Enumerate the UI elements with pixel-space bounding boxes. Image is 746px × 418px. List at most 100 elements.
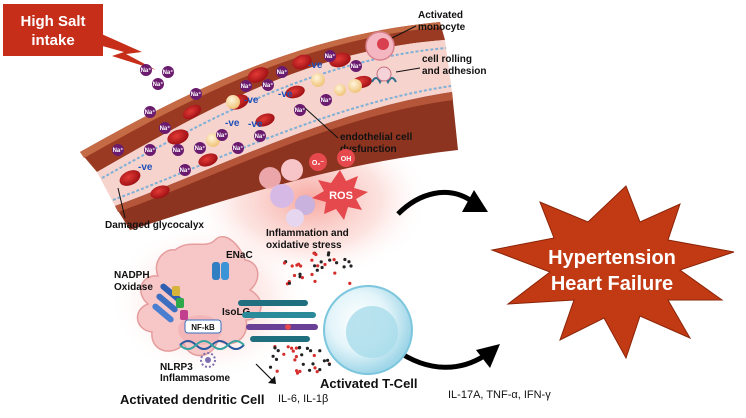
ros-molecule: [259, 167, 281, 189]
negative-charge-label: -ve: [244, 95, 259, 106]
negative-charge-label: -ve: [308, 60, 323, 71]
cytokine-dot: [315, 370, 319, 374]
cytokine-dot: [313, 366, 317, 370]
cytokine-dot: [297, 346, 301, 350]
sodium-ions: Na⁺Na⁺Na⁺Na⁺Na⁺Na⁺Na⁺Na⁺Na⁺Na⁺Na⁺Na⁺Na⁺N…: [112, 50, 362, 176]
negative-charge-label: -ve: [248, 119, 263, 130]
superoxide-label: O₂⁻: [312, 160, 325, 167]
cytokine-dot: [274, 357, 279, 361]
sodium-ion: [172, 144, 184, 156]
rolling-cell: [376, 66, 392, 82]
cytokine-dot: [271, 354, 275, 358]
ros-molecule: [286, 209, 304, 227]
nlrp3-label-line2: Inflammasome: [160, 373, 230, 384]
sodium-ion-label: Na⁺: [233, 145, 244, 152]
receptor-bar: [238, 300, 308, 306]
sodium-ion-label: Na⁺: [217, 132, 228, 139]
cytokine-dot: [310, 258, 314, 262]
sodium-ion: [240, 80, 252, 92]
cytokine-dot: [295, 369, 299, 373]
arrow-to-outcome-upper: [396, 190, 472, 216]
cytokine-dots: [268, 251, 353, 375]
outcome-starburst: Hypertension Heart Failure: [490, 185, 735, 360]
cytokine-dot: [318, 349, 322, 353]
salt-lightning-icon: [88, 28, 156, 70]
sodium-ion: [152, 78, 164, 90]
t-cell-nucleus: [346, 306, 398, 358]
cytokine-dot: [287, 281, 291, 285]
cytokine-dot: [301, 362, 305, 366]
outcome-burst-shape: [490, 185, 735, 360]
nlrp3-inflammasome-core: [205, 357, 211, 363]
cytokine-dot: [275, 369, 279, 373]
enac-label: ENaC: [226, 250, 253, 261]
superoxide-molecule: [309, 153, 327, 171]
activated-monocyte: [365, 31, 397, 85]
sodium-ion-label: Na⁺: [191, 91, 202, 98]
ros-label: ROS: [329, 190, 353, 202]
dendritic-cytokines: IL-6, IL-1β: [278, 393, 328, 405]
sodium-ion-label: Na⁺: [180, 167, 191, 174]
sodium-ion-label: Na⁺: [163, 69, 174, 76]
negative-charge-label: -ve: [278, 89, 293, 100]
cytokine-dot: [295, 371, 300, 375]
monocyte-label-line2: monocyte: [418, 22, 466, 33]
red-blood-cell: [150, 185, 170, 199]
sodium-ion: [140, 64, 152, 76]
monocyte-label-line1: Activated: [418, 10, 463, 21]
cytokine-dot: [309, 349, 313, 353]
dna-helix-icon: [179, 340, 245, 350]
red-blood-cell: [255, 113, 275, 127]
cytokine-dot: [298, 369, 302, 373]
high-salt-intake: High Salt intake: [3, 4, 156, 70]
tcr-mhc-complex: [238, 300, 318, 342]
sodium-ion: [216, 129, 228, 141]
ros-molecule: [281, 159, 303, 181]
cytokine-dot: [348, 281, 352, 285]
leukocyte: [311, 73, 325, 87]
activated-t-cell: Activated T-Cell IL-17A, TNF-α, IFN-γ: [320, 285, 551, 401]
sodium-ion-label: Na⁺: [160, 125, 171, 132]
sodium-ion: [320, 94, 332, 106]
sodium-ion: [294, 104, 306, 116]
cytokine-dot: [282, 352, 286, 356]
sodium-ion-label: Na⁺: [153, 81, 164, 88]
red-blood-cell: [292, 54, 312, 70]
cytokine-dot: [347, 260, 351, 264]
salt-label-line2: intake: [31, 32, 74, 49]
nadph-label-line1: NADPH: [114, 270, 150, 281]
cytokine-dot: [290, 264, 294, 268]
cytokine-dot: [319, 260, 323, 264]
sodium-ion-label: Na⁺: [321, 97, 332, 104]
red-blood-cell: [119, 170, 141, 186]
enac-channel-icon: [212, 262, 220, 280]
leukocyte: [348, 79, 362, 93]
dendritic-cell-body: [136, 236, 262, 357]
sodium-ion: [324, 50, 336, 62]
cytokine-dot: [294, 346, 298, 350]
endothelial-label-line2: dysfunction: [340, 144, 397, 155]
sodium-ion: [179, 164, 191, 176]
cytokine-dot: [310, 272, 314, 277]
antigen-dot: [285, 324, 291, 330]
red-blood-cell: [285, 85, 305, 99]
cytokine-dot: [327, 362, 331, 366]
leukocyte: [226, 95, 240, 109]
sodium-ion-label: Na⁺: [241, 83, 252, 90]
sodium-ion-label: Na⁺: [277, 69, 288, 76]
ros-caption-line2: oxidative stress: [266, 240, 342, 251]
cytokine-dot: [318, 368, 322, 372]
isolg-label: IsoLG: [222, 307, 251, 318]
sodium-ion-label: Na⁺: [255, 133, 266, 140]
cytokine-dot: [286, 345, 290, 349]
red-blood-cell: [167, 129, 189, 145]
sodium-ion-label: Na⁺: [195, 145, 206, 152]
cytokine-dot: [282, 261, 287, 265]
sodium-ion: [350, 60, 362, 72]
cytokine-dot: [294, 355, 298, 359]
cytokine-dot: [273, 346, 277, 350]
receptor-bar: [242, 312, 316, 318]
red-blood-cell: [182, 104, 202, 120]
